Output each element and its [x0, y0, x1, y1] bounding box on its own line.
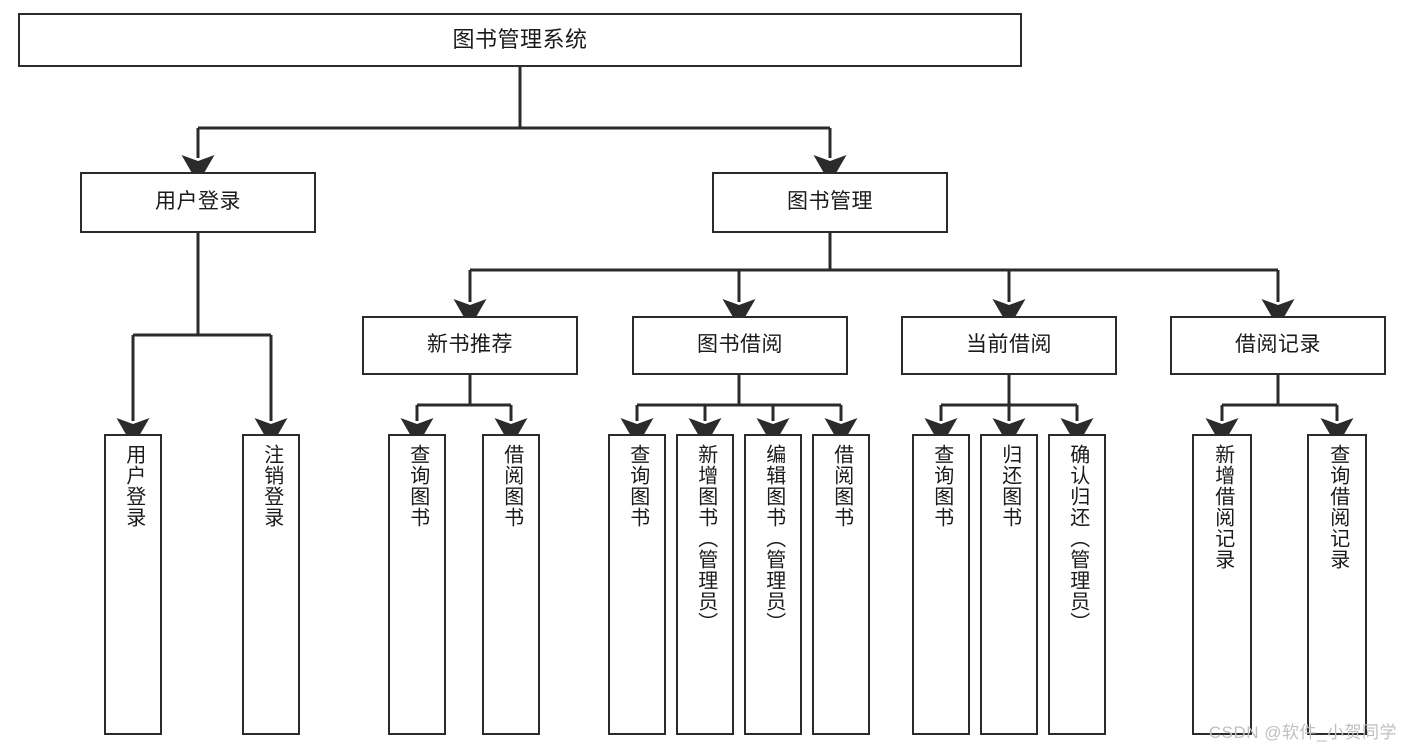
- node-borrow-record[interactable]: 借阅记录: [1170, 316, 1386, 375]
- node-current-borrow[interactable]: 当前借阅: [901, 316, 1117, 375]
- node-root-system[interactable]: 图书管理系统: [18, 13, 1022, 67]
- node-book-borrow[interactable]: 图书借阅: [632, 316, 848, 375]
- node-leaf-query-record[interactable]: 查询借阅记录: [1307, 434, 1367, 735]
- node-leaf-query-book-2-label: 查询图书: [626, 444, 649, 528]
- node-leaf-borrow-book-1-label: 借阅图书: [500, 444, 523, 528]
- node-leaf-logout-login[interactable]: 注销登录: [242, 434, 300, 735]
- node-user-login[interactable]: 用户登录: [80, 172, 316, 233]
- node-leaf-return-book[interactable]: 归还图书: [980, 434, 1038, 735]
- node-leaf-return-book-label: 归还图书: [998, 444, 1021, 528]
- node-leaf-borrow-book-2[interactable]: 借阅图书: [812, 434, 870, 735]
- node-user-login-label: 用户登录: [155, 190, 241, 214]
- node-leaf-add-book[interactable]: 新增图书（管理员）: [676, 434, 734, 735]
- node-leaf-query-book-1-label: 查询图书: [406, 444, 429, 528]
- node-leaf-add-record[interactable]: 新增借阅记录: [1192, 434, 1252, 735]
- node-leaf-edit-book-label: 编辑图书（管理员）: [762, 444, 785, 633]
- node-book-borrow-label: 图书借阅: [697, 333, 783, 357]
- node-leaf-query-book-2[interactable]: 查询图书: [608, 434, 666, 735]
- node-root-system-label: 图书管理系统: [452, 27, 588, 53]
- node-book-manage[interactable]: 图书管理: [712, 172, 948, 233]
- node-new-book-recommend-label: 新书推荐: [427, 333, 513, 357]
- csdn-watermark: CSDN @软件_小贺同学: [1208, 723, 1397, 742]
- node-leaf-logout-login-label: 注销登录: [260, 444, 283, 528]
- node-leaf-query-record-label: 查询借阅记录: [1326, 444, 1349, 570]
- node-book-manage-label: 图书管理: [787, 190, 873, 214]
- node-leaf-confirm-return[interactable]: 确认归还（管理员）: [1048, 434, 1106, 735]
- node-leaf-query-book-3-label: 查询图书: [930, 444, 953, 528]
- node-leaf-edit-book[interactable]: 编辑图书（管理员）: [744, 434, 802, 735]
- node-leaf-user-login-label: 用户登录: [122, 444, 145, 528]
- node-leaf-confirm-return-label: 确认归还（管理员）: [1066, 444, 1089, 633]
- node-leaf-borrow-book-1[interactable]: 借阅图书: [482, 434, 540, 735]
- node-current-borrow-label: 当前借阅: [966, 333, 1052, 357]
- node-borrow-record-label: 借阅记录: [1235, 333, 1321, 357]
- node-leaf-add-record-label: 新增借阅记录: [1211, 444, 1234, 570]
- node-leaf-user-login[interactable]: 用户登录: [104, 434, 162, 735]
- node-leaf-query-book-1[interactable]: 查询图书: [388, 434, 446, 735]
- node-leaf-add-book-label: 新增图书（管理员）: [694, 444, 717, 633]
- node-new-book-recommend[interactable]: 新书推荐: [362, 316, 578, 375]
- node-leaf-borrow-book-2-label: 借阅图书: [830, 444, 853, 528]
- node-leaf-query-book-3[interactable]: 查询图书: [912, 434, 970, 735]
